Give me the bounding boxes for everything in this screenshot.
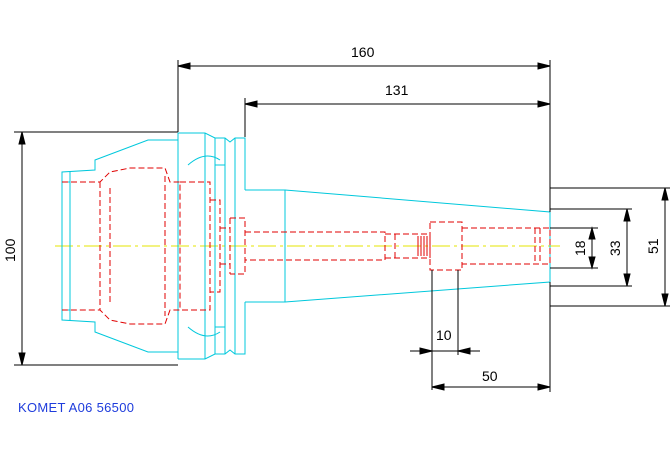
dim-bore-outer: 33 xyxy=(607,240,623,256)
hidden-features xyxy=(62,167,551,325)
dim-nose-diameter: 51 xyxy=(645,238,661,254)
dim-gauge-length: 131 xyxy=(385,82,409,98)
dim-bore-offset: 10 xyxy=(436,327,452,343)
dim-overall-length: 160 xyxy=(351,44,375,60)
holder-outline xyxy=(61,132,551,360)
dim-bore-depth: 50 xyxy=(482,368,498,384)
dim-flange-diameter: 100 xyxy=(2,238,18,262)
thread-detail xyxy=(417,236,431,256)
part-number-label: KOMET A06 56500 xyxy=(18,400,135,415)
dim-bore-inner: 18 xyxy=(572,240,588,256)
dimension-lines xyxy=(14,60,670,392)
